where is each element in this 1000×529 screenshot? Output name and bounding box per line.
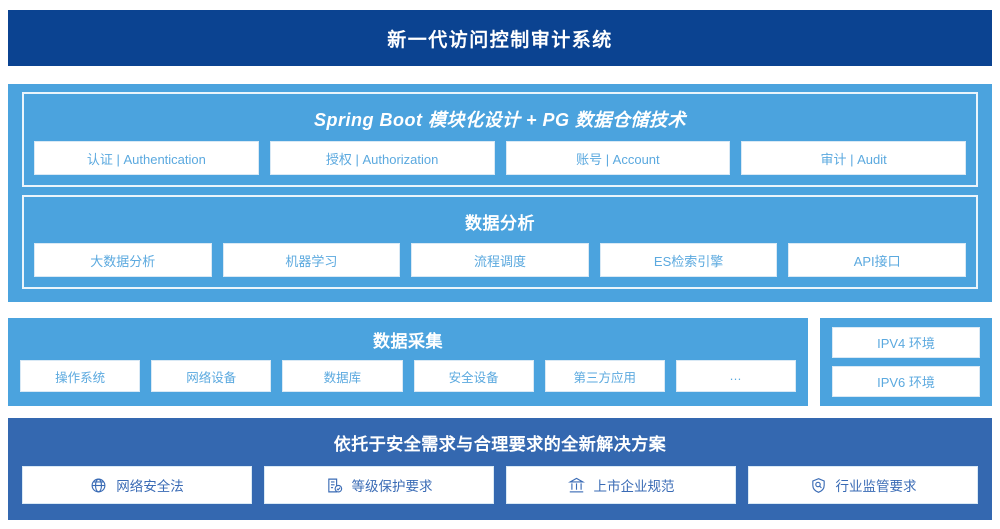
data-analysis-card[interactable]: ES检索引擎 [599, 243, 778, 277]
solution-panel: 依托于安全需求与合理要求的全新解决方案 网络安全法 [8, 418, 992, 520]
data-collection-card-more[interactable]: … [675, 360, 797, 392]
spring-boot-card[interactable]: 认证 | Authentication [34, 141, 259, 175]
page-title: 新一代访问控制审计系统 [387, 29, 613, 51]
data-collection-card[interactable]: 安全设备 [413, 360, 534, 392]
solution-card-label: 上市企业规范 [593, 479, 675, 494]
data-analysis-card[interactable]: 流程调度 [411, 243, 589, 277]
solution-card-listed-enterprise[interactable]: 上市企业规范 [506, 466, 736, 504]
data-analysis-box: 数据分析 大数据分析 机器学习 流程调度 ES检索引擎 API接口 [22, 195, 978, 289]
data-collection-card[interactable]: 第三方应用 [544, 360, 665, 392]
data-analysis-card[interactable]: 机器学习 [222, 243, 401, 277]
data-collection-card[interactable]: 操作系统 [20, 360, 141, 392]
data-collection-title: 数据采集 [373, 332, 443, 351]
globe-icon [90, 477, 107, 494]
solution-card-label: 行业监管要求 [835, 479, 917, 494]
solution-card-label: 等级保护要求 [351, 479, 433, 494]
solution-title: 依托于安全需求与合理要求的全新解决方案 [333, 435, 667, 454]
bank-building-icon [567, 477, 585, 494]
data-analysis-card[interactable]: 大数据分析 [34, 243, 212, 277]
environment-card-ipv4[interactable]: IPV4 环境 [832, 327, 980, 358]
solution-card-industry-regulation[interactable]: 行业监管要求 [748, 466, 978, 504]
data-analysis-card-row: 大数据分析 机器学习 流程调度 ES检索引擎 API接口 [34, 243, 966, 277]
shield-search-icon [810, 477, 827, 494]
spring-boot-title: Spring Boot 模块化设计 + PG 数据仓储技术 [313, 110, 686, 130]
spring-boot-box: Spring Boot 模块化设计 + PG 数据仓储技术 认证 | Authe… [22, 92, 978, 187]
data-collection-card[interactable]: 网络设备 [151, 360, 272, 392]
solution-card-label: 网络安全法 [116, 479, 184, 494]
data-analysis-card[interactable]: API接口 [788, 243, 966, 277]
environment-panel: IPV4 环境 IPV6 环境 [820, 318, 992, 406]
solution-card-cybersecurity-law[interactable]: 网络安全法 [22, 466, 252, 504]
environment-card-ipv6[interactable]: IPV6 环境 [832, 366, 980, 397]
spring-boot-card[interactable]: 账号 | Account [505, 141, 731, 175]
data-collection-panel: 数据采集 操作系统 网络设备 数据库 安全设备 第三方应用 … [8, 318, 808, 406]
data-collection-card[interactable]: 数据库 [282, 360, 403, 392]
page-header: 新一代访问控制审计系统 [8, 10, 992, 66]
solution-card-grade-protection[interactable]: 等级保护要求 [264, 466, 494, 504]
spring-boot-card[interactable]: 授权 | Authorization [269, 141, 495, 175]
document-check-icon [326, 477, 343, 494]
data-analysis-title: 数据分析 [465, 214, 535, 233]
solution-card-row: 网络安全法 等级保护要求 [22, 466, 978, 504]
application-layer-panel: Spring Boot 模块化设计 + PG 数据仓储技术 认证 | Authe… [8, 84, 992, 302]
spring-boot-card[interactable]: 审计 | Audit [741, 141, 966, 175]
data-collection-card-row: 操作系统 网络设备 数据库 安全设备 第三方应用 … [20, 360, 797, 392]
spring-boot-card-row: 认证 | Authentication 授权 | Authorization 账… [34, 141, 966, 175]
